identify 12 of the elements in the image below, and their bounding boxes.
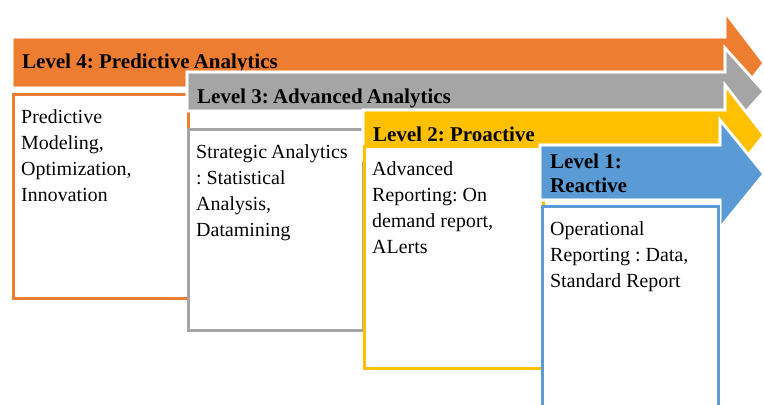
description-text: Operational Reporting : Data, Standard Report (550, 217, 690, 294)
description-box (541, 205, 720, 405)
description-text: Advanced Reporting: On demand report, ALerts (372, 157, 494, 260)
level-heading: Level 4: Predictive Analytics (22, 49, 278, 73)
level-heading: Level 2: Proactive (373, 122, 535, 146)
level-heading: Level 3: Advanced Analytics (197, 84, 451, 108)
description-box (12, 93, 190, 300)
description-text: Predictive Modeling, Optimization, Innovation (21, 105, 133, 208)
description-box (187, 128, 365, 332)
description-box (363, 145, 545, 370)
description-text: Strategic Analytics : Statistical Analysis, Datamining (196, 140, 349, 243)
level-heading: Level 1: Reactive (550, 149, 628, 197)
